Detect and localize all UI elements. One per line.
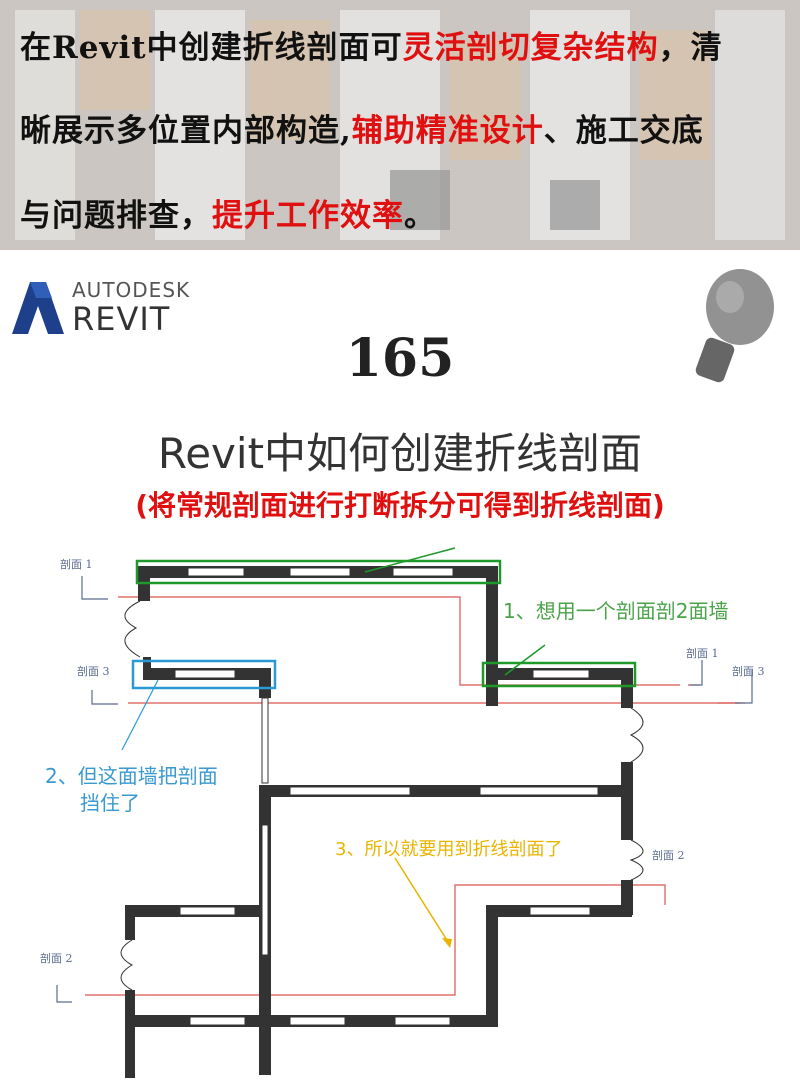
banner-line-1: 在Revit中创建折线剖面可灵活剖切复杂结构，清 [20,30,723,66]
section-marks [56,576,753,1003]
logo-product: REVIT [72,300,171,338]
lightbulb-icon [695,269,774,383]
highlight-step-wall [481,661,637,688]
windows [174,567,599,1026]
section-label-3-left: 剖面 3 [77,665,110,678]
note-1: 1、想用一个剖面剖2面墙 [503,599,729,623]
note-3: 3、所以就要用到折线剖面了 [335,839,563,860]
highlight-blocking-wall [131,659,277,690]
walls [125,566,633,1078]
section-line-2 [85,884,666,996]
floor-plan-diagram [56,547,753,1078]
arrow-note2 [121,679,159,751]
section-label-3-right: 剖面 3 [732,665,765,678]
note-2-line-1: 2、但这面墙把剖面 [45,764,218,788]
revit-logo-icon [12,282,64,334]
note-2-line-2: 挡住了 [80,791,140,815]
arrow-note1-top [364,547,456,573]
banner-line-2: 晰展示多位置内部构造,辅助精准设计、施工交底 [20,113,704,149]
section-label-2-left: 剖面 2 [40,952,73,965]
section-label-2-right: 剖面 2 [652,849,685,862]
page-subtitle: (将常规剖面进行打断拆分可得到折线剖面) [135,489,665,522]
highlight-top-wall [135,559,502,585]
section-label-1-right: 剖面 1 [686,647,719,660]
banner-line-3: 与问题排查，提升工作效率。 [20,198,436,234]
page-title: Revit中如何创建折线剖面 [157,429,643,478]
tip-number: 165 [345,328,455,389]
section-label-1-left: 剖面 1 [60,558,93,571]
doors [120,600,644,991]
header-banner: 在Revit中创建折线剖面可灵活剖切复杂结构，清 晰展示多位置内部构造,辅助精准… [0,0,800,250]
arrow-note3 [394,857,451,946]
arrow-note1-step [504,644,546,676]
logo-brand: AUTODESK [72,278,191,302]
